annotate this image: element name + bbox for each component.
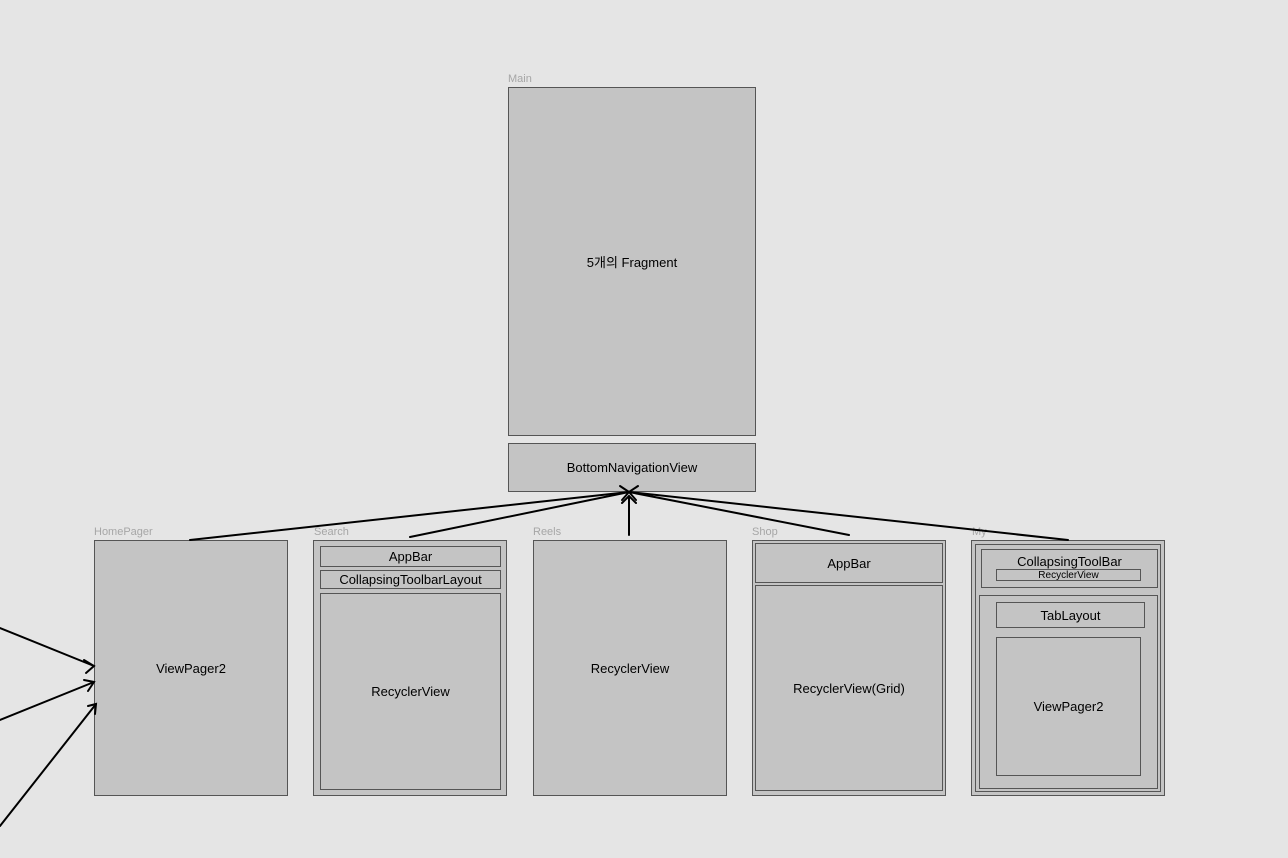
search-appbar: AppBar bbox=[320, 546, 501, 567]
shop-appbar: AppBar bbox=[755, 543, 943, 583]
arrow-my-to-nav bbox=[628, 491, 1069, 541]
main-fragment-text: 5개의 Fragment bbox=[586, 255, 678, 270]
shop-recycler-label: RecyclerView(Grid) bbox=[793, 680, 905, 696]
reels-frame-label: Reels bbox=[533, 526, 562, 538]
homepager-frame: ViewPager2 bbox=[94, 540, 288, 796]
shop-frame-label: Shop bbox=[752, 526, 778, 538]
arrowhead-reels bbox=[621, 494, 637, 504]
arrow-left-2 bbox=[0, 681, 95, 721]
bottom-navigation-view: BottomNavigationView bbox=[508, 443, 756, 492]
main-fragment-container: 5개의 Fragment bbox=[508, 87, 756, 436]
shop-appbar-label: AppBar bbox=[827, 555, 871, 571]
main-frame-label: Main bbox=[508, 73, 532, 85]
arrow-left-3 bbox=[0, 703, 97, 827]
arrowhead-left-1 bbox=[83, 659, 96, 674]
my-tablayout-label: TabLayout bbox=[1040, 607, 1101, 623]
search-collapsing-label: CollapsingToolbarLayout bbox=[339, 572, 482, 587]
my-collapsing-recycler-label: RecyclerView bbox=[1038, 569, 1099, 581]
search-frame-label: Search bbox=[314, 526, 349, 538]
search-recycler-label: RecyclerView bbox=[371, 684, 450, 699]
my-frame-label: My bbox=[972, 526, 987, 538]
arrow-search-to-nav bbox=[409, 491, 630, 538]
search-recyclerview: RecyclerView bbox=[320, 593, 501, 790]
search-collapsing-toolbar: CollapsingToolbarLayout bbox=[320, 570, 501, 589]
bottom-navigation-label: BottomNavigationView bbox=[566, 460, 698, 475]
homepager-frame-label: HomePager bbox=[94, 526, 153, 538]
my-collapsing-label: CollapsingToolBar bbox=[1017, 554, 1122, 569]
my-tablayout: TabLayout bbox=[996, 602, 1145, 628]
my-collapsing-recyclerview: RecyclerView bbox=[996, 569, 1141, 581]
arrow-homepager-to-nav bbox=[189, 491, 630, 541]
search-appbar-label: AppBar bbox=[388, 549, 433, 564]
arrow-left-1 bbox=[0, 627, 95, 667]
my-collapsing-toolbar: CollapsingToolBar bbox=[981, 549, 1158, 588]
my-viewpager: ViewPager2 bbox=[996, 637, 1141, 776]
reels-frame: RecyclerView bbox=[533, 540, 727, 796]
homepager-viewpager-label: ViewPager2 bbox=[156, 660, 226, 676]
arrow-shop-to-nav bbox=[628, 491, 850, 536]
reels-recycler-label: RecyclerView bbox=[590, 660, 670, 676]
arrowhead-left-2 bbox=[83, 679, 96, 692]
shop-recyclerview-grid: RecyclerView(Grid) bbox=[755, 585, 943, 791]
my-viewpager-label: ViewPager2 bbox=[1033, 699, 1104, 714]
